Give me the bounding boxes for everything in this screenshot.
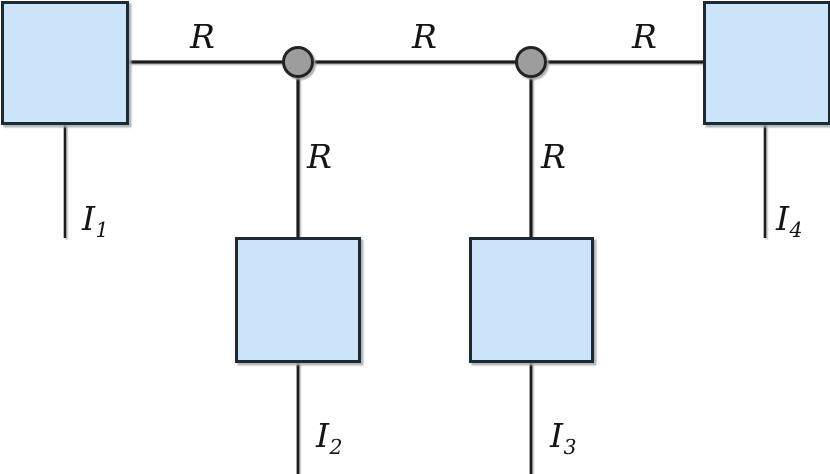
current-label-3: I3 <box>550 416 576 457</box>
component-box-2 <box>235 237 361 363</box>
current-symbol: I <box>82 199 96 238</box>
current-symbol: I <box>550 416 564 455</box>
current-label-4: I4 <box>776 199 802 240</box>
component-box-1 <box>1 1 129 125</box>
current-label-2: I2 <box>316 416 342 457</box>
wires-group <box>63 60 767 474</box>
resistor-label-top-left: R <box>190 17 215 56</box>
junction-nodes-group <box>282 46 547 78</box>
junction-node-a <box>282 46 314 78</box>
resistor-label-top-middle: R <box>412 17 437 56</box>
component-box-3 <box>469 237 594 363</box>
current-subscript: 2 <box>329 434 343 459</box>
resistor-label-top-right: R <box>632 17 657 56</box>
resistor-label-branch-right: R <box>541 137 566 176</box>
current-symbol: I <box>776 199 790 238</box>
current-subscript: 1 <box>95 217 109 242</box>
junction-node-b <box>515 46 547 78</box>
boxes-group <box>1 1 830 363</box>
component-box-4 <box>703 1 830 125</box>
current-subscript: 3 <box>563 434 577 459</box>
current-symbol: I <box>316 416 330 455</box>
current-label-1: I1 <box>82 199 108 240</box>
current-subscript: 4 <box>789 217 803 242</box>
resistor-label-branch-left: R <box>307 137 332 176</box>
